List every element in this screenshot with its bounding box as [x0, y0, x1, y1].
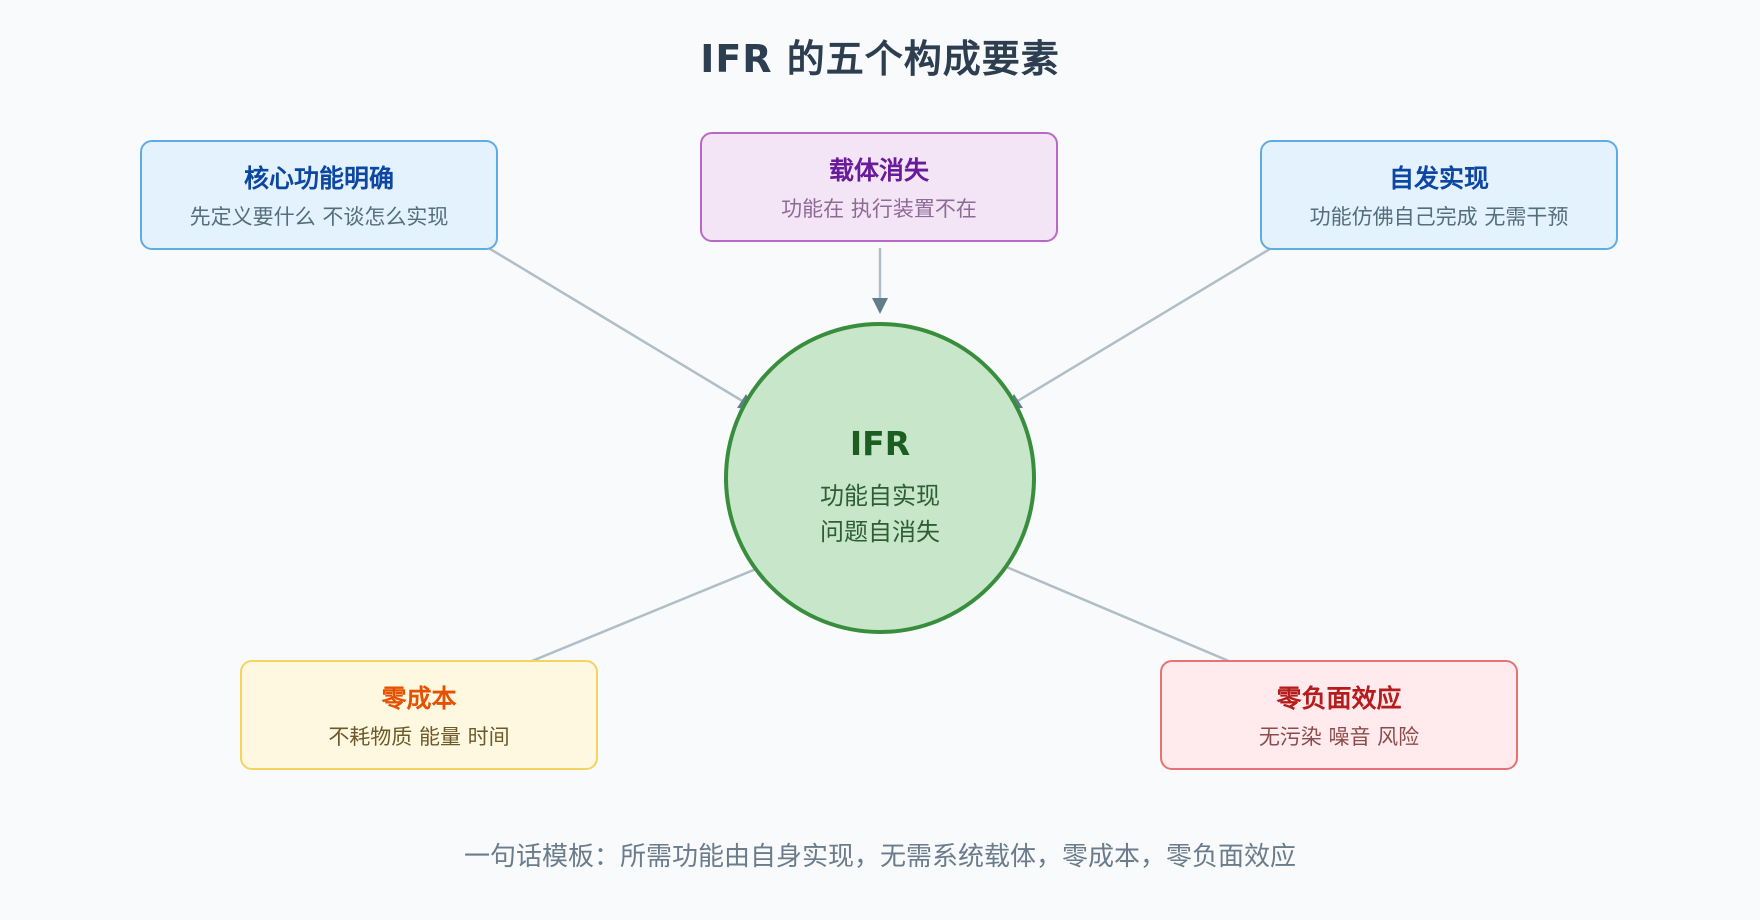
element-zero-cost: 零成本 不耗物质 能量 时间 — [240, 660, 598, 770]
element-self-realization: 自发实现 功能仿佛自己完成 无需干预 — [1260, 140, 1618, 250]
center-node-ifr: IFR 功能自实现 问题自消失 — [724, 322, 1036, 634]
element-desc: 无污染 噪音 风险 — [1258, 725, 1420, 749]
element-desc: 不耗物质 能量 时间 — [328, 725, 510, 749]
center-line-2: 问题自消失 — [820, 518, 940, 546]
element-desc: 先定义要什么 不谈怎么实现 — [189, 205, 449, 229]
diagram-title: IFR 的五个构成要素 — [700, 37, 1060, 81]
center-line-1: 功能自实现 — [820, 482, 940, 510]
element-carrier-vanish: 载体消失 功能在 执行装置不在 — [700, 132, 1058, 242]
element-core-function: 核心功能明确 先定义要什么 不谈怎么实现 — [140, 140, 498, 250]
element-title: 零负面效应 — [1276, 684, 1402, 713]
element-title: 核心功能明确 — [243, 164, 394, 193]
arrow-zeroneg-to-center — [989, 558, 1251, 672]
arrow-self-to-center — [1005, 230, 1299, 410]
element-desc: 功能仿佛自己完成 无需干预 — [1309, 205, 1569, 229]
arrow-core-to-center — [461, 230, 755, 410]
arrowhead-carrier — [872, 298, 888, 314]
element-title: 载体消失 — [828, 156, 929, 185]
element-title: 自发实现 — [1388, 164, 1489, 193]
element-title: 零成本 — [381, 684, 457, 713]
center-title: IFR — [849, 424, 911, 463]
element-desc: 功能在 执行装置不在 — [781, 197, 977, 221]
footer-template-sentence: 一句话模板：所需功能由自身实现，无需系统载体，零成本，零负面效应 — [463, 842, 1296, 872]
arrow-zerocost-to-center — [509, 558, 779, 672]
element-zero-negative-effect: 零负面效应 无污染 噪音 风险 — [1160, 660, 1518, 770]
